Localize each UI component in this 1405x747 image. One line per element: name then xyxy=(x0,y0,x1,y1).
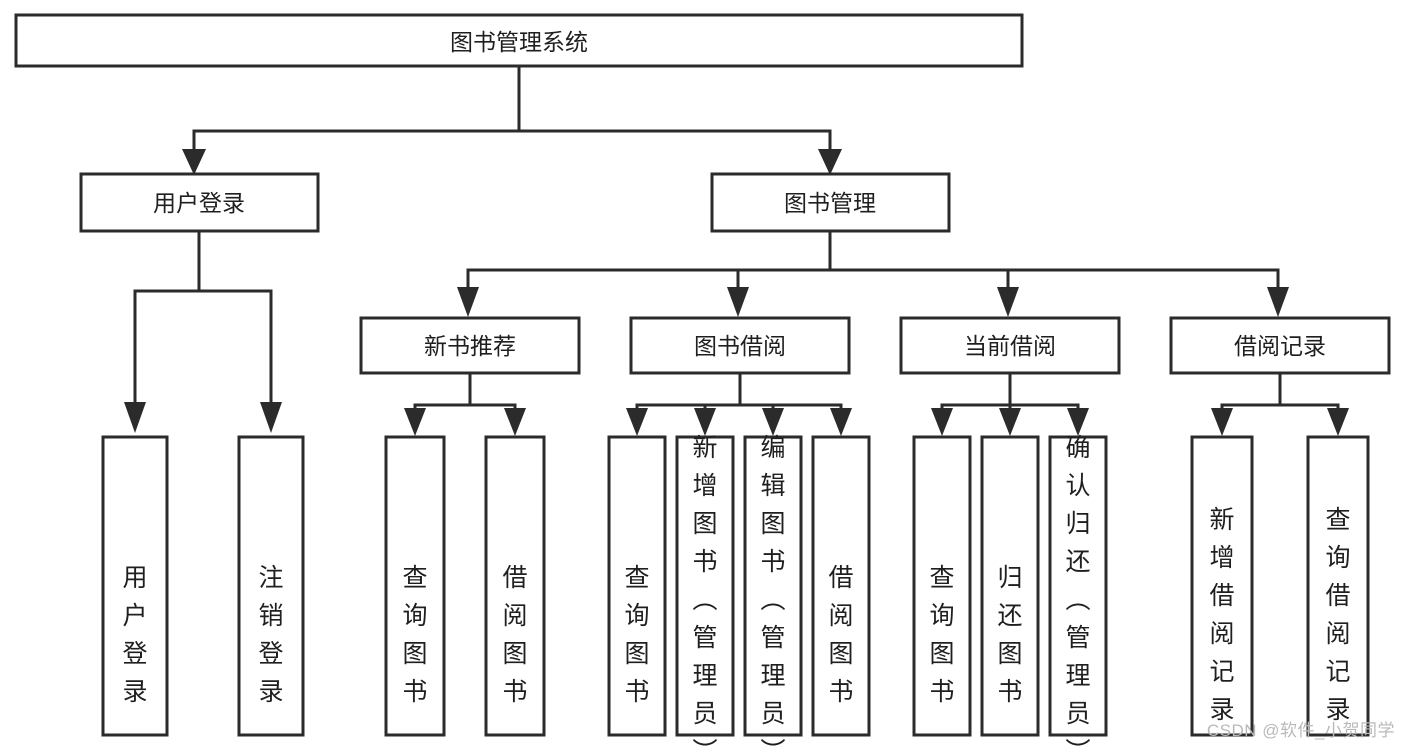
node-leaf-borrow-book-1[interactable]: 借阅图书 xyxy=(484,435,546,737)
node-borrow-record[interactable]: 借阅记录 xyxy=(1169,316,1391,375)
node-leaf-query-book-1-label: 查询图书 xyxy=(402,564,427,706)
arrow-head-leaf-borrow-book-1 xyxy=(504,408,526,436)
node-user-login-label: 用户登录 xyxy=(153,190,245,216)
node-leaf-borrow-book-2[interactable]: 借阅图书 xyxy=(811,435,871,737)
node-book-borrow-box[interactable] xyxy=(629,316,851,375)
node-leaf-add-record[interactable]: 新增借阅记录 xyxy=(1190,435,1254,737)
arrow-head-leaf-return-book xyxy=(999,408,1021,436)
node-leaf-user-login-label: 用户登录 xyxy=(122,564,147,706)
node-leaf-borrow-book-1-label: 借阅图书 xyxy=(502,564,527,706)
node-leaf-query-book-1-box[interactable] xyxy=(384,435,446,737)
csdn-watermark: CSDN @软件_小贺同学 xyxy=(1206,721,1395,740)
node-leaf-add-book-box[interactable] xyxy=(675,435,735,737)
node-borrow-record-box[interactable] xyxy=(1169,316,1391,375)
node-leaf-user-login-box[interactable] xyxy=(101,435,169,737)
arrow-head-leaf-confirm-return xyxy=(1067,408,1089,436)
arrow-head-borrow-record xyxy=(1267,287,1289,317)
arrow-head-leaf-edit-book xyxy=(762,408,784,436)
arrow-head-leaf-query-book-3 xyxy=(931,408,953,436)
node-book-manage-box[interactable] xyxy=(710,172,951,233)
node-leaf-query-book-2[interactable]: 查询图书 xyxy=(607,435,667,737)
node-leaf-logout-label: 注销登录 xyxy=(258,564,283,706)
node-root-label: 图书管理系统 xyxy=(450,29,588,55)
arrow-head-leaf-query-book-1 xyxy=(404,408,426,436)
node-current-borrow[interactable]: 当前借阅 xyxy=(899,316,1121,375)
node-leaf-query-book-3[interactable]: 查询图书 xyxy=(912,435,972,737)
arrow-head-current-borrow xyxy=(997,287,1019,317)
node-user-login[interactable]: 用户登录 xyxy=(79,172,320,233)
node-borrow-record-label: 借阅记录 xyxy=(1234,333,1326,359)
node-root-box[interactable] xyxy=(14,13,1024,68)
node-leaf-return-book-label: 归还图书 xyxy=(997,564,1022,706)
node-new-book-recommend[interactable]: 新书推荐 xyxy=(359,316,581,375)
node-leaf-edit-book[interactable]: 编辑图书︵管理员︶ xyxy=(743,434,803,747)
node-book-manage[interactable]: 图书管理 xyxy=(710,172,951,233)
connectors xyxy=(124,63,1349,436)
arrow-head-leaf-add-record xyxy=(1211,408,1233,436)
node-leaf-logout[interactable]: 注销登录 xyxy=(237,435,305,737)
arrow-head-leaf-borrow-book-2 xyxy=(830,408,852,436)
node-leaf-borrow-book-2-box[interactable] xyxy=(811,435,871,737)
node-leaf-add-book[interactable]: 新增图书︵管理员︶ xyxy=(675,434,735,747)
node-current-borrow-box[interactable] xyxy=(899,316,1121,375)
node-leaf-return-book-box[interactable] xyxy=(980,435,1040,737)
node-leaf-query-record[interactable]: 查询借阅记录 xyxy=(1306,435,1370,737)
arrow-head-leaf-user-login xyxy=(124,402,146,433)
node-leaf-add-record-label: 新增借阅记录 xyxy=(1209,506,1234,724)
arrow-head-book-manage xyxy=(818,149,842,175)
node-leaf-add-record-box[interactable] xyxy=(1190,435,1254,737)
arrow-head-user-login xyxy=(182,149,206,175)
node-leaf-query-book-3-box[interactable] xyxy=(912,435,972,737)
node-leaf-query-record-box[interactable] xyxy=(1306,435,1370,737)
node-leaf-edit-book-box[interactable] xyxy=(743,435,803,737)
arrow-head-new-book-recommend xyxy=(457,287,479,317)
node-book-borrow[interactable]: 图书借阅 xyxy=(629,316,851,375)
node-new-book-recommend-label: 新书推荐 xyxy=(424,333,516,359)
arrow-head-leaf-query-book-2 xyxy=(626,408,648,436)
arrow-head-leaf-logout xyxy=(260,402,282,433)
node-new-book-recommend-box[interactable] xyxy=(359,316,581,375)
arrow-head-leaf-query-record xyxy=(1327,408,1349,436)
node-user-login-box[interactable] xyxy=(79,172,320,233)
node-book-borrow-label: 图书借阅 xyxy=(694,333,786,359)
arrow-head-leaf-add-book xyxy=(694,408,716,436)
node-leaf-return-book[interactable]: 归还图书 xyxy=(980,435,1040,737)
node-leaf-query-book-3-label: 查询图书 xyxy=(929,564,954,706)
node-leaf-add-book-label: 新增图书︵管理员︶ xyxy=(692,434,717,747)
node-leaf-query-book-2-label: 查询图书 xyxy=(624,564,649,706)
node-leaf-query-record-label: 查询借阅记录 xyxy=(1325,506,1350,724)
node-leaf-logout-box[interactable] xyxy=(237,435,305,737)
node-leaf-borrow-book-2-label: 借阅图书 xyxy=(828,564,853,706)
node-leaf-query-book-1[interactable]: 查询图书 xyxy=(384,435,446,737)
node-leaf-edit-book-label: 编辑图书︵管理员︶ xyxy=(760,434,785,747)
node-current-borrow-label: 当前借阅 xyxy=(964,333,1056,359)
node-leaf-confirm-return[interactable]: 确认归还︵管理员︶ xyxy=(1048,434,1108,747)
node-leaf-borrow-book-1-box[interactable] xyxy=(484,435,546,737)
node-root[interactable]: 图书管理系统 xyxy=(14,13,1024,68)
node-leaf-user-login[interactable]: 用户登录 xyxy=(101,435,169,737)
node-leaf-query-book-2-box[interactable] xyxy=(607,435,667,737)
arrow-head-book-borrow xyxy=(727,287,749,317)
node-book-manage-label: 图书管理 xyxy=(784,190,876,216)
node-leaf-confirm-return-box[interactable] xyxy=(1048,435,1108,737)
node-leaf-confirm-return-label: 确认归还︵管理员︶ xyxy=(1065,434,1090,747)
